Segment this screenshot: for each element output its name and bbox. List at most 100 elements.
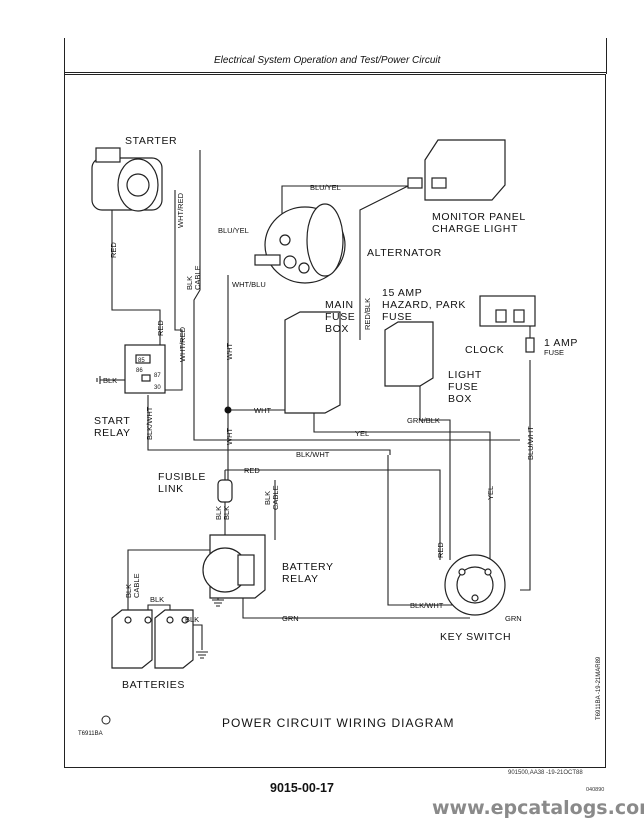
label-light-fuse-2: FUSE xyxy=(448,381,478,393)
wire-label-blk-cable-br-1: BLK xyxy=(263,491,272,505)
wire-label-blk-cable-2: CABLE xyxy=(193,265,202,290)
wire-label-yel-vertical: YEL xyxy=(486,486,495,500)
label-battery-relay-2: RELAY xyxy=(282,573,319,585)
relay-pin-85: 85 xyxy=(138,358,145,364)
label-alternator: ALTERNATOR xyxy=(367,247,442,259)
wire-blu-wht xyxy=(520,360,531,591)
page-number: 9015-00-17 xyxy=(270,781,334,795)
wire-yel xyxy=(313,410,491,560)
header-rule-left xyxy=(64,38,65,74)
alternator xyxy=(254,203,346,284)
wire-label-wht-horizontal: WHT xyxy=(254,406,271,415)
label-start-relay-1: START xyxy=(94,415,130,427)
ground-symbols xyxy=(96,376,224,659)
label-main-fuse-1: MAIN xyxy=(325,299,354,311)
watermark: www.epcatalogs.com xyxy=(432,797,644,819)
wire-label-blk-wht-long: BLK/WHT xyxy=(296,450,330,459)
wire-label-red-relay: RED xyxy=(156,320,165,336)
wire-label-wht-red-starter: WHT/RED xyxy=(176,192,185,228)
label-one-amp-1: 1 AMP xyxy=(544,337,578,349)
relay-pin-87: 87 xyxy=(154,373,161,379)
clock xyxy=(479,295,536,327)
main-fuse-box xyxy=(284,311,341,414)
wire-label-wht-vertical: WHT xyxy=(225,343,234,360)
wire-label-wht-blu: WHT/BLU xyxy=(232,280,266,289)
wire-label-blk-cable-br-2: CABLE xyxy=(271,485,280,510)
wire-label-grn-keyswitch: GRN xyxy=(505,614,522,623)
label-battery-relay-1: BATTERY xyxy=(282,561,334,573)
label-key-switch: KEY SWITCH xyxy=(440,631,511,643)
wire-red-fusible xyxy=(225,469,441,560)
relay-pin-30: 30 xyxy=(154,385,161,391)
wire-label-red-keyswitch: RED xyxy=(436,542,445,558)
key-switch xyxy=(444,554,506,616)
wire-label-wht-lower: WHT xyxy=(225,428,234,445)
label-light-fuse-3: BOX xyxy=(448,393,472,405)
relay-pin-86: 86 xyxy=(136,368,143,374)
wire-label-wht-red-relay: WHT/RED xyxy=(178,326,187,362)
label-batteries: BATTERIES xyxy=(122,679,185,691)
label-clock: CLOCK xyxy=(465,344,504,356)
wire-wht-red xyxy=(165,190,183,391)
wire-label-blk-fusible-2: BLK xyxy=(222,506,231,520)
label-starter: STARTER xyxy=(125,135,177,147)
wire-label-blk-cable-1: BLK xyxy=(185,276,194,290)
header-divider xyxy=(64,72,607,73)
wire-label-blk-wht-relay: BLK/WHT xyxy=(145,406,154,440)
light-fuse-box xyxy=(384,321,434,387)
monitor-panel xyxy=(407,139,506,201)
one-amp-fuse xyxy=(525,337,535,353)
wire-label-blk-relay: BLK xyxy=(103,376,117,385)
label-fusible-link-1: FUSIBLE xyxy=(158,471,206,483)
wire-label-blk-fusible-1: BLK xyxy=(214,506,223,520)
label-main-fuse-3: BOX xyxy=(325,323,349,335)
diagram-frame xyxy=(64,74,606,768)
fusible-link xyxy=(217,479,233,503)
wire-red-starter xyxy=(111,210,161,355)
wire-label-grn-blk: GRN/BLK xyxy=(407,416,440,425)
label-hazard-1: 15 AMP xyxy=(382,287,422,299)
battery-relay xyxy=(202,534,266,599)
page-header-title: Electrical System Operation and Test/Pow… xyxy=(214,55,441,66)
batteries xyxy=(111,609,194,669)
wire-label-blk-bat-top: BLK xyxy=(150,595,164,604)
label-one-amp-2: FUSE xyxy=(544,348,564,357)
wire-label-red-blk: RED/BLK xyxy=(363,298,372,330)
wire-label-blk-cable-bat-1: BLK xyxy=(124,584,133,598)
wire-blk-wht-relay xyxy=(147,395,391,455)
label-fusible-link-2: LINK xyxy=(158,483,184,495)
wire-label-grn-bottom: GRN xyxy=(282,614,299,623)
wire-label-blk-bat-right: BLK xyxy=(185,615,199,624)
footer-code: 901500,AA38 -19-21OCT88 xyxy=(508,770,583,776)
label-start-relay-2: RELAY xyxy=(94,427,131,439)
label-light-fuse-1: LIGHT xyxy=(448,369,482,381)
wire-label-red-fusible: RED xyxy=(244,466,260,475)
label-monitor-panel-2: CHARGE LIGHT xyxy=(432,223,518,235)
label-monitor-panel-1: MONITOR PANEL xyxy=(432,211,526,223)
wire-label-yel: YEL xyxy=(355,429,369,438)
wire-label-red-starter: RED xyxy=(109,242,118,258)
header-rule-right xyxy=(606,38,607,74)
wire-blk-cable-battery xyxy=(127,549,210,620)
start-relay: 85 86 87 30 xyxy=(124,344,166,394)
wire-junction-dot xyxy=(224,406,232,414)
label-hazard-3: FUSE xyxy=(382,311,412,323)
wire-label-blu-yel-top: BLU/YEL xyxy=(310,183,341,192)
wire-red-blk xyxy=(359,184,411,340)
figure-mark-icon xyxy=(101,715,111,725)
starter-motor xyxy=(91,147,163,212)
wires xyxy=(111,150,531,650)
label-main-fuse-2: FUSE xyxy=(325,311,355,323)
wire-label-blk-cable-bat-2: CABLE xyxy=(132,573,141,598)
wire-grn-blk xyxy=(419,380,451,560)
wire-blk-wht-keyswitch xyxy=(387,455,455,606)
figure-code: T6911BA xyxy=(78,731,103,737)
side-code: T6911BA -19-21MAR89 xyxy=(596,656,602,720)
wire-label-blk-wht-keyswitch: BLK/WHT xyxy=(410,601,444,610)
diagram-title: POWER CIRCUIT WIRING DIAGRAM xyxy=(222,716,454,730)
wire-label-blu-wht: BLU/WHT xyxy=(526,426,535,460)
label-hazard-2: HAZARD, PARK xyxy=(382,299,466,311)
footer-code-secondary: 040890 xyxy=(586,787,605,793)
wire-blk-cable-starter xyxy=(193,150,520,441)
